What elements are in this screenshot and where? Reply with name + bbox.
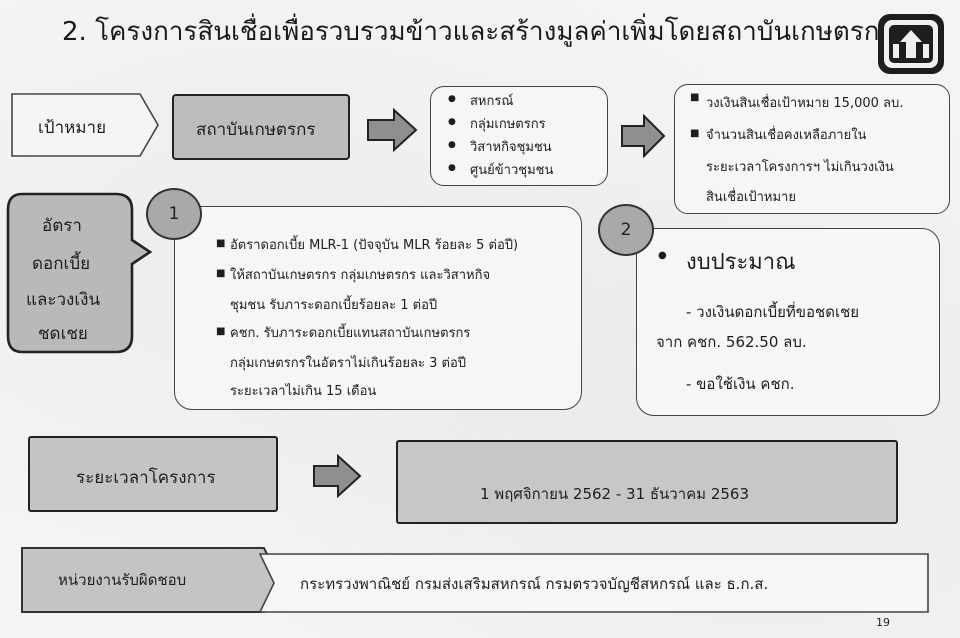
responsible-label: หน่วยงานรับผิดชอบ: [58, 571, 187, 589]
period-value-box: [396, 440, 898, 524]
institution-type-item: ศูนย์ข้าวชุมชน: [470, 163, 554, 178]
institution-label: สถาบันเกษตรกร: [196, 120, 316, 140]
budget-box: [636, 228, 940, 416]
bullet-square-icon: ■: [216, 238, 226, 249]
credit-target-item: จำนวนสินเชื่อคงเหลือภายใน: [706, 128, 867, 143]
target-label: เป้าหมาย: [38, 118, 107, 138]
institution-types-box: [430, 86, 608, 186]
bullet-dot-icon: ●: [448, 94, 456, 104]
interest-item: คชก. รับภาระดอกเบี้ยแทนสถาบันเกษตรกร: [230, 326, 471, 341]
arrow-right-icon: [313, 454, 362, 498]
bullet-dot-icon: ●: [448, 163, 456, 173]
institution-type-item: สหกรณ์: [470, 94, 514, 109]
page-number: 19: [876, 616, 890, 629]
credit-target-box: [674, 84, 950, 214]
interest-label-line: ดอกเบี้ย: [32, 254, 91, 274]
interest-label-line: และวงเงิน: [26, 290, 101, 310]
page-title: 2. โครงการสินเชื่อเพื่อรวบรวมข้าวและสร้า…: [62, 17, 894, 47]
credit-target-item: วงเงินสินเชื่อเป้าหมาย 15,000 ลบ.: [706, 96, 904, 111]
interest-details-box: [174, 206, 582, 410]
credit-target-item: ระยะเวลาโครงการฯ ไม่เกินวงเงิน: [706, 160, 894, 175]
budget-line: - วงเงินดอกเบี้ยที่ขอชดเชย: [686, 303, 860, 321]
interest-label-line: ชดเชย: [38, 324, 88, 344]
interest-item: ชุมชน รับภาระดอกเบี้ยร้อยละ 1 ต่อปี: [230, 298, 438, 313]
responsible-value: กระทรวงพาณิชย์ กรมส่งเสริมสหกรณ์ กรมตรวจ…: [300, 575, 769, 593]
bullet-square-icon: ■: [216, 268, 226, 279]
bullet-square-icon: ■: [216, 326, 226, 337]
bullet-square-icon: ■: [690, 92, 700, 103]
interest-item: กลุ่มเกษตรกรในอัตราไม่เกินร้อยละ 3 ต่อปี: [230, 356, 467, 371]
interest-item: ให้สถาบันเกษตรกร กลุ่มเกษตรกร และวิสาหกิ…: [230, 268, 491, 283]
target-label-shape: [11, 93, 159, 157]
institution-type-item: กลุ่มเกษตรกร: [470, 117, 546, 132]
period-label-box: [28, 436, 278, 512]
interest-label-line: อัตรา: [42, 216, 82, 236]
bullet-dot-icon: ●: [448, 117, 456, 127]
bullet-dot-icon: ●: [448, 140, 456, 150]
period-value: 1 พฤศจิกายน 2562 - 31 ธันวาคม 2563: [480, 485, 750, 503]
interest-item: ระยะเวลาไม่เกิน 15 เดือน: [230, 384, 377, 399]
budget-line: จาก คชก. 562.50 ลบ.: [656, 333, 807, 351]
budget-heading: งบประมาณ: [686, 250, 796, 275]
institution-box: [172, 94, 350, 160]
responsible-value-shape: [258, 553, 929, 613]
institution-type-item: วิสาหกิจชุมชน: [470, 140, 552, 155]
credit-target-item: สินเชื่อเป้าหมาย: [706, 190, 796, 205]
interest-item: อัตราดอกเบี้ย MLR-1 (ปัจจุบัน MLR ร้อยละ…: [230, 238, 519, 253]
arrow-right-icon: [367, 108, 418, 152]
bullet-square-icon: ■: [690, 128, 700, 139]
bullet-dot-icon: ●: [658, 250, 667, 261]
organization-logo-icon: [878, 14, 944, 74]
period-label: ระยะเวลาโครงการ: [76, 468, 216, 488]
arrow-right-icon: [621, 114, 666, 158]
step-number-1: 1: [146, 188, 202, 240]
budget-line: - ขอใช้เงิน คชก.: [686, 375, 795, 393]
interest-callout-shape: [6, 192, 153, 354]
step-number-2: 2: [598, 204, 654, 256]
